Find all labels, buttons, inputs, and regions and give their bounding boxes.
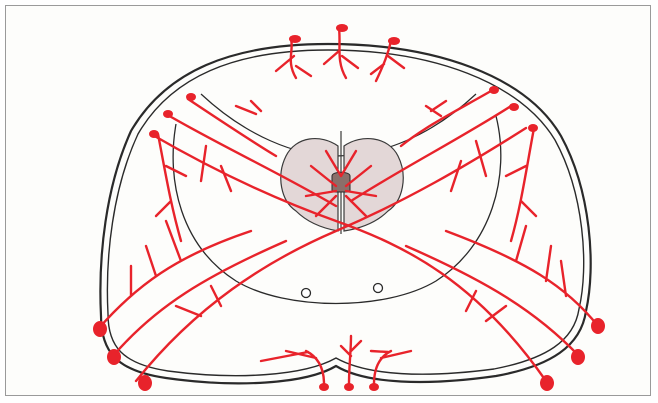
gray-matter	[281, 131, 403, 234]
left-outer-vessel-1	[99, 221, 251, 328]
vessel-end-lower-right-3	[540, 375, 554, 391]
vessel-end-top-3	[388, 37, 400, 45]
gray-matter-right-horn	[344, 139, 403, 231]
vessel-end-upper-right-3	[528, 124, 538, 132]
vessel-end-lower-right-2	[571, 349, 585, 365]
vessel-end-top-2	[336, 24, 348, 32]
vessel-end-lower-left-1	[93, 321, 107, 337]
ventral-vessel-left	[302, 289, 311, 298]
vessel-end-lower-left-2	[107, 349, 121, 365]
left-outer-vessel-2	[113, 241, 286, 356]
diagram-frame	[5, 5, 651, 396]
vessel-end-upper-left-3	[149, 130, 159, 138]
vessel-end-upper-left-2	[186, 93, 196, 101]
vessel-end-bottom-1	[319, 383, 329, 391]
vessel-end-top-1	[289, 35, 301, 43]
vessel-end-upper-left-1	[163, 110, 173, 118]
vessel-end-upper-right-1	[489, 86, 499, 94]
gray-matter-left-horn	[281, 139, 338, 231]
vessel-end-bottom-3	[369, 383, 379, 391]
bottom-vessel-2	[341, 336, 361, 384]
vessel-end-bottom-2	[344, 383, 354, 391]
vessel-end-lower-left-3	[138, 375, 152, 391]
right-vertical-vessel	[506, 128, 536, 241]
vessel-end-upper-right-2	[509, 103, 519, 111]
spinal-cord-cross-section-diagram	[6, 6, 652, 397]
ventral-vessel-right	[374, 284, 383, 293]
top-vessel-2	[324, 28, 358, 78]
vessel-end-lower-right-1	[591, 318, 605, 334]
right-outer-vessel-2	[406, 246, 579, 356]
